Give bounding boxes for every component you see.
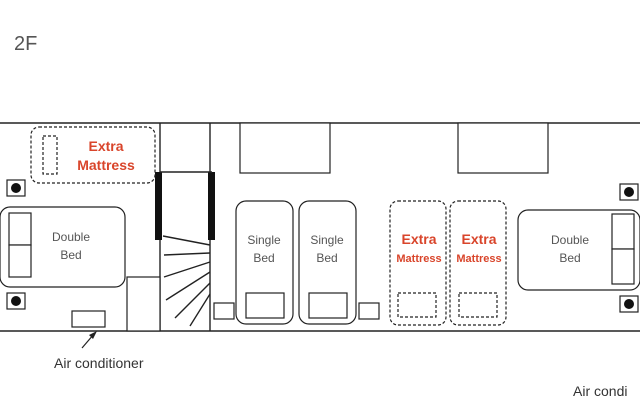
single-bed-2-label-2: Bed <box>316 251 337 265</box>
extra-mattress-top-left <box>30 126 156 184</box>
double-bed-right <box>517 209 640 291</box>
nightstand <box>213 302 235 320</box>
double-bed-right-label-1: Double <box>551 233 589 247</box>
extra-mattress-middle-2-label-1: Extra <box>461 231 496 247</box>
extra-mattress-middle-2-label-2: Mattress <box>456 253 501 265</box>
pillow <box>458 292 498 318</box>
speaker-icon <box>6 179 26 197</box>
speaker-icon <box>619 183 639 201</box>
extra-mattress-middle-1 <box>389 200 447 326</box>
extra-mattress-middle-1-label-1: Extra <box>401 231 436 247</box>
extra-mattress-middle-2 <box>449 200 507 326</box>
dresser-top-2 <box>457 122 549 174</box>
pillow <box>397 292 437 318</box>
double-bed-left-label-2: Bed <box>60 248 81 262</box>
double-bed-left-label-1: Double <box>52 230 90 244</box>
speaker-icon <box>619 295 639 313</box>
floor-label: 2F <box>14 33 37 55</box>
pillow <box>611 213 635 250</box>
stair-railing-left <box>155 172 162 240</box>
air-conditioner-unit-left <box>71 310 106 328</box>
pillow <box>8 212 32 246</box>
nightstand <box>358 302 380 320</box>
extra-mattress-top-left-label-2: Mattress <box>77 157 135 173</box>
extra-mattress-middle-1-label-2: Mattress <box>396 253 441 265</box>
spiral-staircase <box>162 235 211 327</box>
air-conditioner-label-right: Air condi <box>573 383 627 399</box>
pillow <box>308 292 348 319</box>
single-bed-1-label-1: Single <box>247 233 281 247</box>
pillow <box>611 248 635 285</box>
extra-mattress-top-left-label-1: Extra <box>88 138 123 154</box>
air-conditioner-label-left: Air conditioner <box>54 355 144 371</box>
single-bed-2-label-1: Single <box>310 233 344 247</box>
stair-railing-right <box>208 172 215 240</box>
pillow <box>245 292 285 319</box>
pillow-top-left <box>42 135 58 175</box>
dresser-top-1 <box>239 122 331 174</box>
pillow <box>8 244 32 278</box>
arrow-head-icon <box>89 331 97 339</box>
double-bed-right-label-2: Bed <box>559 251 580 265</box>
single-bed-1-label-2: Bed <box>253 251 274 265</box>
closet <box>126 276 161 332</box>
speaker-icon <box>6 292 26 310</box>
